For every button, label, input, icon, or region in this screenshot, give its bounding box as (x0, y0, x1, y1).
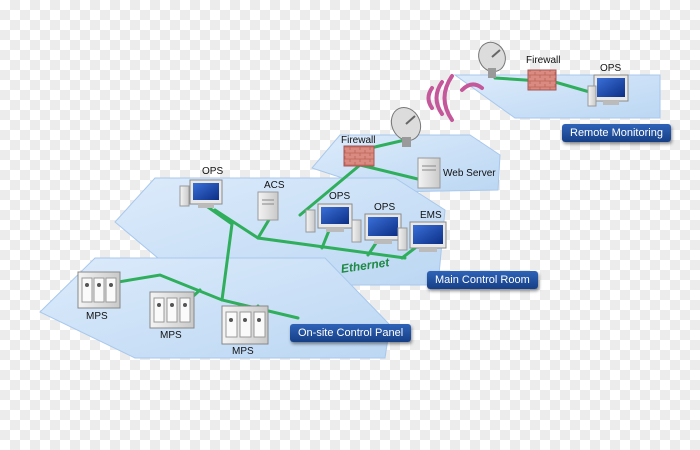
firewall-remote (527, 69, 557, 91)
acs-label: ACS (264, 180, 285, 191)
remote-monitoring-badge: Remote Monitoring (562, 124, 671, 142)
ops-main-center-computer (305, 203, 353, 233)
main-control-room-badge: Main Control Room (427, 271, 538, 289)
wireless-signal-icon (426, 74, 484, 122)
ops-main-center-label: OPS (329, 191, 351, 202)
acs-server-tower (257, 191, 279, 221)
link-main-to-onsite (220, 222, 234, 302)
mps-right-label: MPS (232, 346, 254, 357)
link-ems (400, 246, 417, 260)
ems-label: EMS (420, 210, 442, 221)
satellite-dish-remote (478, 41, 506, 78)
ops-main-right-computer (351, 213, 402, 244)
ops-main-right-label: OPS (374, 202, 396, 213)
mps-center-rack (149, 291, 195, 329)
mps-center-label: MPS (160, 330, 182, 341)
web-server-tower (417, 157, 441, 189)
mps-left-rack (77, 271, 121, 309)
link-dmz-to-main (298, 163, 362, 217)
link-acs (256, 216, 272, 240)
ops-main-left-label: OPS (202, 166, 224, 177)
link-ops-left (203, 203, 234, 226)
mps-right-rack (221, 305, 269, 345)
web-server-label: Web Server (443, 168, 496, 179)
satellite-dish-main (390, 106, 422, 147)
ops-main-left-computer (179, 179, 223, 208)
ops-remote-label: OPS (600, 63, 622, 74)
ops-remote-computer (587, 74, 629, 107)
firewall-main-label: Firewall (341, 135, 376, 146)
firewall-main (343, 145, 375, 167)
mps-left-label: MPS (86, 311, 108, 322)
onsite-control-panel-badge: On-site Control Panel (290, 324, 412, 342)
firewall-remote-label: Firewall (526, 55, 561, 66)
ems-computer (397, 221, 447, 252)
